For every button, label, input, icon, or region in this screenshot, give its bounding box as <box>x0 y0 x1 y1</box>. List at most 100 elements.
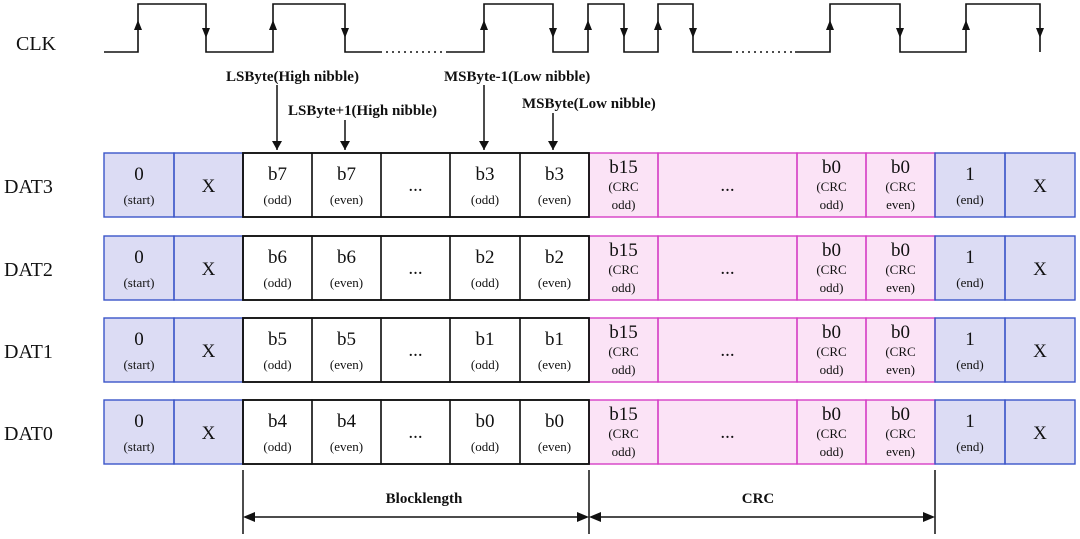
cell-parity: even) <box>886 362 915 377</box>
cell-crc-tag: (CRC <box>885 344 915 359</box>
cell-value: b4 <box>337 411 357 432</box>
cell-border <box>1004 317 1076 383</box>
cell-value: 0 <box>134 247 144 268</box>
cell-crc-tag: (CRC <box>885 262 915 277</box>
cell-sub-label: (odd) <box>471 275 499 290</box>
cell-value: b4 <box>268 411 288 432</box>
cell-parity: odd) <box>820 444 844 459</box>
clock-falling-edge-arrow <box>896 28 904 38</box>
cell-bit: b0 <box>822 240 841 261</box>
cell-sub-label: (start) <box>123 192 154 207</box>
blocklength-label: Blocklength <box>386 491 463 507</box>
data-region-border <box>242 317 590 383</box>
cell-background <box>589 318 658 382</box>
cell-parity: odd) <box>820 362 844 377</box>
clock-falling-edge-arrow <box>202 28 210 38</box>
lane-label: DAT2 <box>4 259 53 281</box>
clock-falling-edge-arrow <box>620 28 628 38</box>
cell-sub-label: (end) <box>956 357 983 372</box>
cell-background <box>797 236 866 300</box>
clock-rising-edge-arrow <box>962 20 970 30</box>
cell-background <box>658 318 797 382</box>
cell-crc-tag: (CRC <box>608 426 638 441</box>
cell-border <box>1004 399 1076 465</box>
cell-dont-care: X <box>202 176 216 197</box>
lane-dat1: DAT10(start)Xb5(odd)b5(even)...b1(odd)b1… <box>4 317 1076 383</box>
cell-bit: b0 <box>822 404 841 425</box>
cell-background <box>174 236 243 300</box>
cell-bit: b0 <box>891 322 910 343</box>
cell-background <box>243 153 312 217</box>
cell-background <box>797 400 866 464</box>
cell-crc-tag: (CRC <box>608 262 638 277</box>
cell-sub-label: (start) <box>123 275 154 290</box>
cell-sub-label: (start) <box>123 357 154 372</box>
cell-background <box>520 236 589 300</box>
cell-bit: b0 <box>891 240 910 261</box>
cell-sub-label: (odd) <box>263 192 291 207</box>
cell-background <box>935 236 1005 300</box>
cell-background <box>1005 400 1075 464</box>
cell-value: b3 <box>476 164 495 185</box>
cell-background <box>243 318 312 382</box>
cell-dont-care: X <box>1033 259 1047 280</box>
cell-background <box>174 400 243 464</box>
cell-sub-label: (even) <box>330 275 363 290</box>
cell-background <box>312 318 381 382</box>
cell-background <box>935 318 1005 382</box>
cell-value: 1 <box>965 329 975 350</box>
cell-background <box>174 153 243 217</box>
annotation-arrow-head <box>548 141 558 150</box>
cell-background <box>312 400 381 464</box>
cell-sub-label: (odd) <box>471 357 499 372</box>
cell-value: b6 <box>268 247 287 268</box>
cell-background <box>589 236 658 300</box>
cell-ellipsis: ... <box>408 422 422 443</box>
cell-bit: b0 <box>891 157 910 178</box>
cell-sub-label: (even) <box>330 439 363 454</box>
annotation-arrow-head <box>272 141 282 150</box>
cell-dont-care: X <box>202 259 216 280</box>
clock-label: CLK <box>16 33 57 55</box>
clock-segment <box>795 3 1041 53</box>
annotation-msbyte-low-nibble: MSByte(Low nibble) <box>522 96 656 112</box>
annotation-arrows <box>272 85 558 150</box>
cell-crc-tag: (CRC <box>885 179 915 194</box>
cell-parity: odd) <box>612 362 636 377</box>
cell-bit: b15 <box>609 240 638 261</box>
cell-background <box>520 153 589 217</box>
cell-value: b1 <box>545 329 564 350</box>
cell-sub-label: (odd) <box>471 192 499 207</box>
lane-label: DAT3 <box>4 176 53 198</box>
clock-rising-edge-arrow <box>134 20 142 30</box>
data-lanes: DAT30(start)Xb7(odd)b7(even)...b3(odd)b3… <box>4 152 1076 465</box>
cell-dont-care: X <box>202 423 216 444</box>
clock-rising-edge-arrow <box>654 20 662 30</box>
cell-sub-label: (end) <box>956 192 983 207</box>
clock-falling-edge-arrow <box>1036 28 1044 38</box>
cell-background <box>174 318 243 382</box>
cell-background <box>381 318 450 382</box>
cell-ellipsis: ... <box>720 175 734 196</box>
crc-span-arrow-head-right <box>923 512 935 522</box>
cell-background <box>450 318 520 382</box>
cell-background <box>797 153 866 217</box>
cell-bit: b0 <box>822 157 841 178</box>
cell-value: b6 <box>337 247 356 268</box>
cell-background <box>658 400 797 464</box>
cell-parity: odd) <box>820 197 844 212</box>
cell-background <box>935 400 1005 464</box>
cell-crc-tag: (CRC <box>816 426 846 441</box>
cell-background <box>935 153 1005 217</box>
cell-crc-tag: (CRC <box>816 344 846 359</box>
cell-value: 1 <box>965 247 975 268</box>
cell-value: 0 <box>134 329 144 350</box>
cell-parity: odd) <box>612 197 636 212</box>
cell-dont-care: X <box>1033 423 1047 444</box>
cell-parity: odd) <box>820 280 844 295</box>
cell-background <box>520 400 589 464</box>
crc-span-arrow-head-left <box>589 512 601 522</box>
cell-background <box>104 400 174 464</box>
cell-background <box>450 153 520 217</box>
